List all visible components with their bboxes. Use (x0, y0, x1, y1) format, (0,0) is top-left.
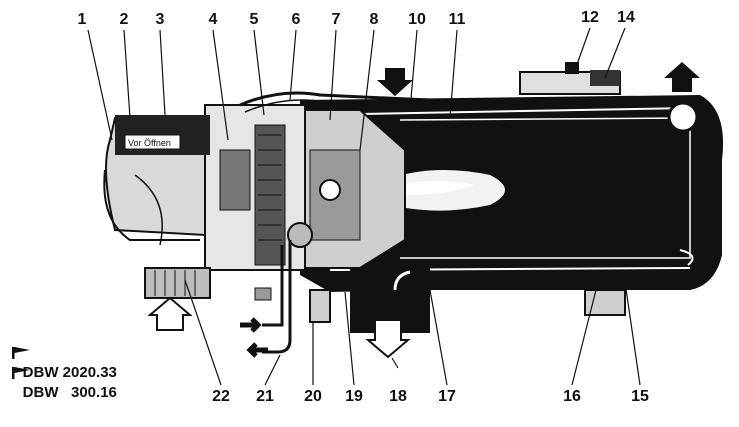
callout-5: 5 (250, 11, 259, 28)
callout-6: 6 (292, 11, 301, 28)
legend-value: 16 (100, 384, 117, 401)
exhaust-out-arrow (365, 319, 411, 359)
fuel-out-arrow (246, 342, 268, 358)
hot-air-out-arrow (664, 62, 700, 92)
callout-18: 18 (389, 388, 407, 405)
legend-model: DBW 300. (22, 384, 101, 401)
callout-2: 2 (120, 11, 129, 28)
callout-1: 1 (78, 11, 87, 28)
top-pipes (239, 91, 431, 113)
callout-3: 3 (156, 11, 165, 28)
control-unit: Vor Öffnen (103, 115, 211, 299)
callout-16: 16 (563, 388, 581, 405)
callout-14: 14 (617, 9, 635, 26)
callouts: 1 2 3 4 5 6 7 8 10 11 12 14 15 16 17 18 … (78, 9, 649, 405)
air-in-arrow (147, 296, 193, 331)
callout-15: 15 (631, 388, 649, 405)
callout-22: 22 (212, 388, 230, 405)
air-inlet-arrow (377, 68, 413, 96)
callout-4: 4 (209, 11, 218, 28)
part-label: Vor Öffnen (128, 138, 171, 148)
legend-value: 33 (100, 364, 117, 381)
legend-row-dbw2020: DBW 2020.33 (6, 347, 117, 398)
leader-lines (87, 27, 641, 386)
fuel-lines (240, 240, 292, 358)
callout-7: 7 (332, 11, 341, 28)
legend-model: DBW 2020. (22, 364, 101, 381)
callout-20: 20 (304, 388, 322, 405)
outlet-ring (667, 101, 699, 133)
callout-21: 21 (256, 388, 274, 405)
callout-11: 11 (449, 11, 466, 28)
callout-12: 12 (581, 9, 599, 26)
callout-8: 8 (370, 11, 379, 28)
callout-17: 17 (438, 388, 456, 405)
bottom-fixtures (254, 287, 626, 323)
fan-section (204, 104, 313, 271)
fuel-in-arrow (240, 317, 262, 333)
callout-19: 19 (345, 388, 363, 405)
flag-icon (12, 367, 30, 379)
legend-row-dbw300: DBW 300.16 (6, 367, 117, 418)
callout-10: 10 (408, 11, 426, 28)
flag-icon (12, 347, 30, 359)
airflow-arrows (147, 62, 700, 359)
